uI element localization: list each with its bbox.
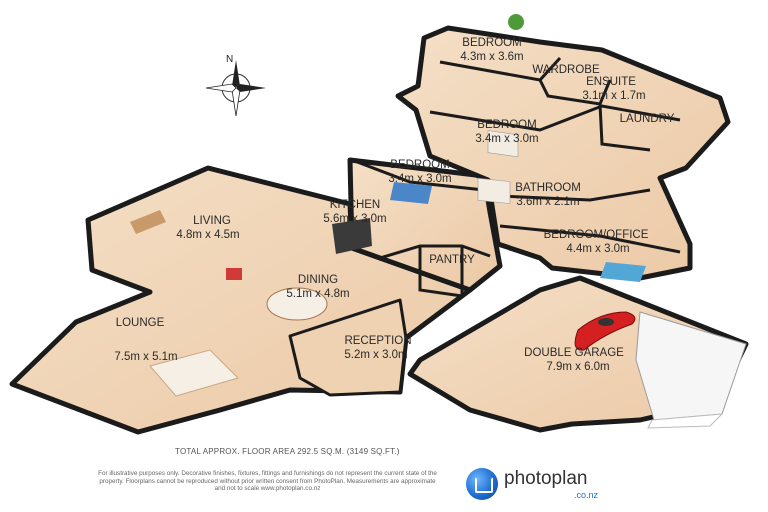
bed-icon: [390, 182, 432, 204]
compass-north-label: N: [226, 54, 233, 65]
room-name: BEDROOM: [477, 119, 536, 131]
room-size: 3.1m x 1.7m: [582, 90, 645, 102]
room-size: 3.6m x 2.1m: [516, 196, 579, 208]
room-name: DINING: [298, 274, 338, 286]
car-icon: [574, 311, 636, 351]
room-name: WARDROBE: [532, 64, 600, 76]
room-name: LIVING: [193, 215, 231, 227]
photoplan-logo-icon: [466, 468, 498, 500]
room-name: RECEPTION: [344, 335, 411, 347]
chair-icon: [226, 268, 242, 280]
room-name: DOUBLE GARAGE: [524, 347, 624, 359]
room-size: 5.1m x 4.8m: [286, 288, 349, 300]
rug-icon: [149, 349, 239, 397]
kitchen-island-icon: [332, 218, 372, 254]
garage-driveway: [647, 413, 724, 429]
room-size: 7.5m x 5.1m: [114, 351, 177, 363]
room-name: ENSUITE: [586, 76, 636, 88]
interior-walls: [351, 56, 681, 298]
room-size: 3.4m x 3.0m: [475, 133, 538, 145]
room-name: KITCHEN: [330, 199, 380, 211]
room-size: 4.8m x 4.5m: [176, 229, 239, 241]
room-size: 4.4m x 3.0m: [566, 243, 629, 255]
garage-door: [635, 311, 747, 421]
bed-icon: [477, 177, 511, 204]
brand-domain: .co.nz: [574, 490, 599, 500]
room-name: BATHROOM: [515, 182, 581, 194]
total-floor-area: TOTAL APPROX. FLOOR AREA 292.5 SQ.M. (31…: [175, 447, 400, 456]
room-size: 7.9m x 6.0m: [546, 361, 609, 373]
room-name: PANTRY: [429, 254, 475, 266]
disclaimer-text: For illustrative purposes only. Decorati…: [98, 470, 437, 493]
sofa-icon: [130, 210, 166, 234]
room-name: LAUNDRY: [620, 113, 675, 125]
brand-name: photoplan: [504, 468, 588, 489]
room-name: BEDROOM: [390, 159, 449, 171]
photoplan-logo: photoplan .co.nz: [466, 466, 626, 506]
compass-icon: N: [205, 54, 266, 117]
room-size: 4.3m x 3.6m: [460, 51, 523, 63]
room-name: BEDROOM/OFFICE: [544, 229, 649, 241]
room-size: 3.4m x 3.0m: [388, 173, 451, 185]
dining-table-icon: [266, 287, 328, 321]
room-name: LOUNGE: [116, 317, 165, 329]
room-size: 5.2m x 3.0m: [344, 349, 407, 361]
room-labels: BEDROOM 4.3m x 3.6m WARDROBE ENSUITE 3.1…: [114, 37, 674, 373]
plant-icon: [508, 14, 524, 30]
bed-icon: [600, 262, 646, 282]
room-name: BEDROOM: [462, 37, 521, 49]
room-size: 5.6m x 3.0m: [323, 213, 386, 225]
bed-icon: [487, 130, 519, 158]
